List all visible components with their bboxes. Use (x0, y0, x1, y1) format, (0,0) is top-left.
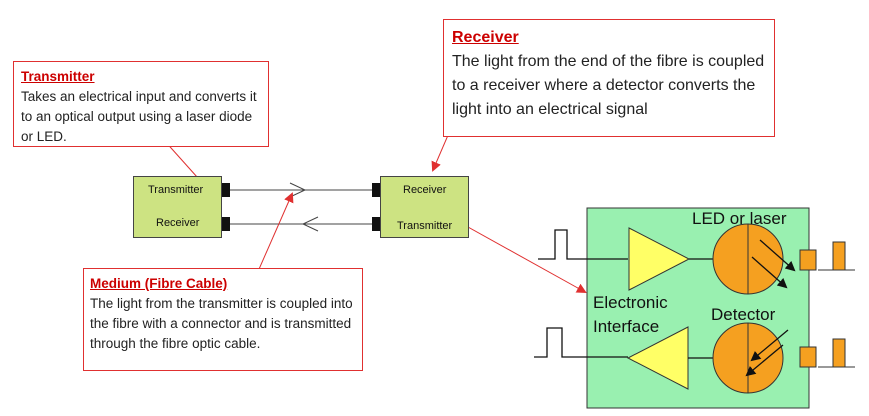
medium-pointer-arrow (255, 192, 294, 277)
right-unit-transmitter-label: Transmitter (397, 220, 453, 232)
medium-callout-body: The light from the transmitter is couple… (90, 296, 353, 351)
transmitter-callout-title: Transmitter (21, 69, 95, 84)
optical-output-port (799, 249, 817, 271)
medium-callout: Medium (Fibre Cable) The light from the … (83, 268, 363, 371)
medium-callout-title: Medium (Fibre Cable) (90, 276, 228, 291)
fibre-arrow-right (289, 182, 307, 198)
right-unit-receiver-label: Receiver (403, 184, 447, 196)
optical-input-pulse (818, 338, 855, 368)
left-transceiver-unit: Transmitter Receiver (133, 176, 222, 238)
output-pulse-bottom (534, 327, 628, 358)
transmitter-callout: Transmitter Takes an electrical input an… (13, 61, 269, 147)
receiver-callout-body: The light from the end of the fibre is c… (452, 53, 765, 118)
led-emission-arrow-2 (751, 256, 788, 289)
detector-arrow-1 (750, 329, 789, 362)
detector-arrow-2 (745, 344, 784, 377)
driver-amplifier (628, 227, 691, 291)
electronic-label: Electronic (593, 293, 668, 312)
transmitter-callout-body: Takes an electrical input and converts i… (21, 89, 257, 144)
interface-label: Interface (593, 317, 660, 336)
left-unit-top-connector (221, 183, 230, 197)
left-unit-transmitter-label: Transmitter (148, 184, 204, 196)
receiver-callout-title: Receiver (452, 29, 519, 46)
left-unit-bottom-connector (221, 217, 230, 231)
right-unit-top-connector (372, 183, 381, 197)
receiver-callout: Receiver The light from the end of the f… (443, 19, 775, 137)
right-transceiver-unit: Receiver Transmitter (380, 176, 469, 238)
optical-output-pulse (818, 241, 855, 271)
optical-input-port (799, 346, 817, 368)
led-emission-arrow-1 (759, 239, 796, 272)
left-unit-receiver-label: Receiver (156, 217, 200, 229)
right-unit-bottom-connector (372, 217, 381, 231)
input-pulse-top (538, 229, 628, 260)
led-laser-label: LED or laser (692, 209, 787, 228)
detector-label: Detector (711, 305, 776, 324)
fibre-arrow-left (301, 216, 319, 232)
